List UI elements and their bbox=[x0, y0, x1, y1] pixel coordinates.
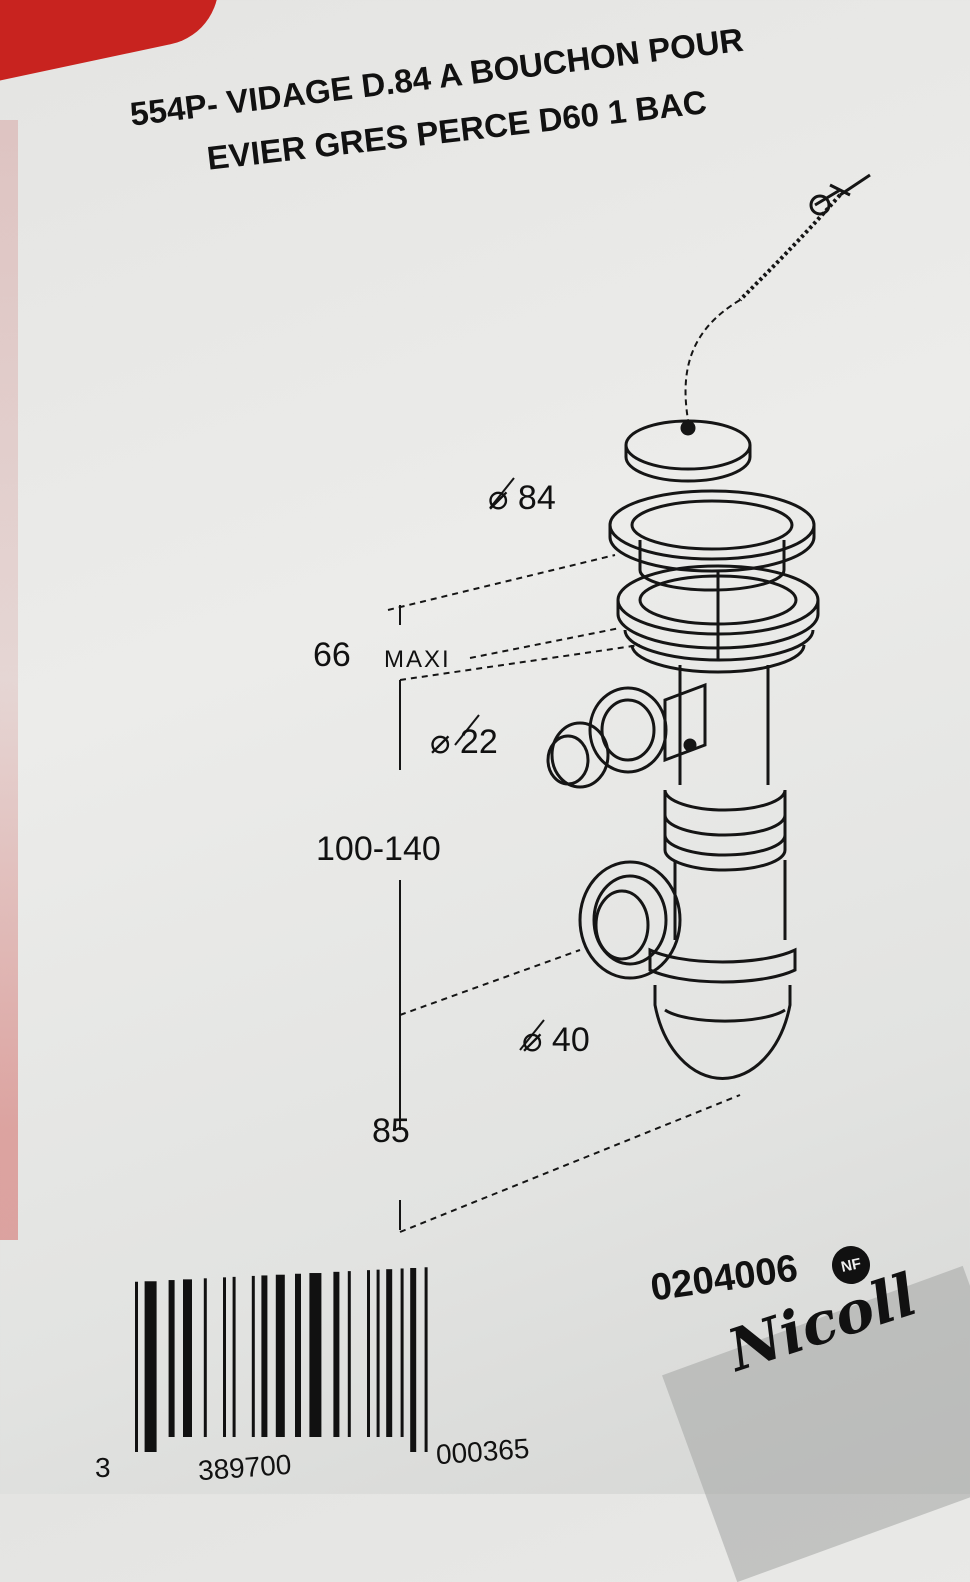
barcode-bar bbox=[183, 1279, 192, 1437]
barcode-bar bbox=[309, 1273, 322, 1437]
barcode bbox=[135, 1267, 428, 1452]
barcode-right-group: 000365 bbox=[434, 1432, 531, 1471]
drain-body-icon bbox=[546, 665, 770, 789]
barcode-bar bbox=[295, 1273, 301, 1437]
barcode-bar bbox=[367, 1270, 370, 1437]
barcode-first-digit: 3 bbox=[95, 1452, 111, 1483]
barcode-bar bbox=[376, 1269, 380, 1437]
flange-icon bbox=[616, 564, 820, 674]
barcode-bar bbox=[386, 1269, 393, 1437]
red-packaging-edge bbox=[0, 120, 18, 1240]
barcode-bar bbox=[251, 1275, 255, 1437]
plug-icon bbox=[624, 419, 752, 483]
barcode-bar bbox=[144, 1281, 157, 1452]
barcode-bar bbox=[400, 1268, 404, 1437]
dimension-lines bbox=[387, 477, 741, 1233]
diameter-22-label: ⌀ 22 bbox=[430, 723, 498, 761]
barcode-bar bbox=[232, 1276, 236, 1437]
barcode-bar bbox=[347, 1271, 351, 1437]
barcode-bar bbox=[275, 1274, 285, 1437]
barcode-bar bbox=[223, 1277, 226, 1437]
barcode-bar bbox=[135, 1281, 138, 1452]
chain-icon bbox=[684, 173, 871, 421]
barcode-bar bbox=[333, 1271, 340, 1437]
barcode-bar bbox=[203, 1278, 207, 1437]
height-66-label: 66 bbox=[313, 636, 351, 674]
diameter-40-label: ⌀ 40 bbox=[522, 1021, 590, 1059]
barcode-bar bbox=[261, 1275, 268, 1437]
maxi-label: MAXI bbox=[384, 646, 451, 673]
bottle-trap-icon bbox=[578, 789, 797, 1081]
barcode-bar bbox=[424, 1267, 428, 1452]
height-85-label: 85 bbox=[372, 1112, 410, 1150]
height-range-label: 100-140 bbox=[316, 830, 441, 868]
barcode-left-group: 389700 bbox=[196, 1448, 293, 1487]
diameter-84-label: ⌀ 84 bbox=[488, 479, 556, 517]
barcode-bar bbox=[168, 1280, 175, 1437]
drain-assembly-diagram bbox=[387, 173, 871, 1233]
barcode-bar bbox=[410, 1267, 417, 1452]
